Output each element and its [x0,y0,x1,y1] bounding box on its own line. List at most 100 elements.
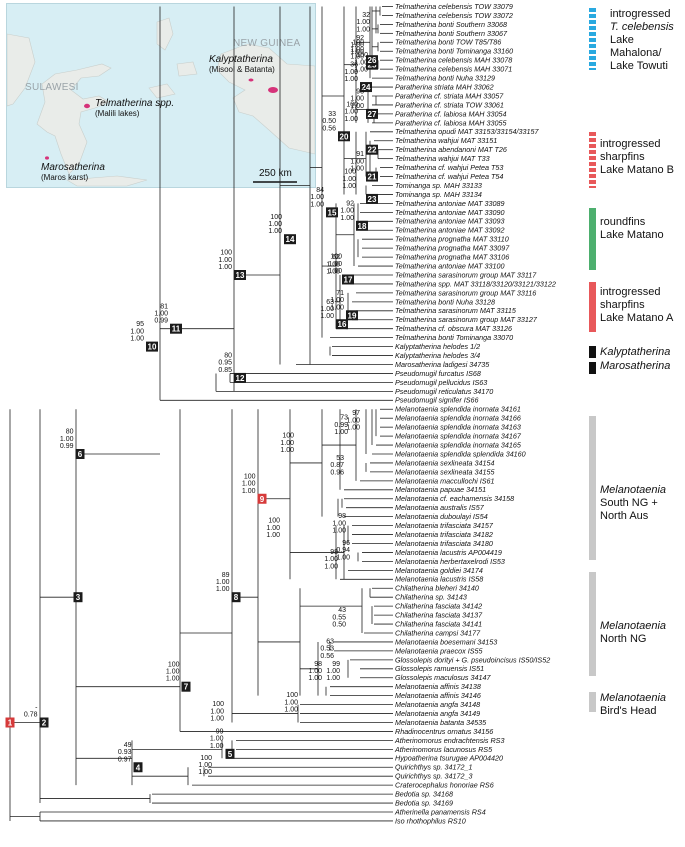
tip-label: Melanotaenia australis IS57 [395,503,485,512]
node-box [257,493,267,504]
tip-label: Atherinomorus lacunosus RS5 [394,745,493,754]
support-value: 92 [346,200,354,207]
map-label-marosatherina: Marosatherina (Maros karst) [41,162,105,182]
tip-label: Telmatherina sarasinorum group MAT 33116 [395,288,536,297]
support-value: 1.00 [350,166,364,173]
node-number: 3 [76,593,81,602]
node-box [284,234,296,245]
support-value: 1.00 [218,257,232,264]
support-value: 100 [168,661,180,668]
node-number: 27 [368,110,377,119]
clade-bar [589,132,596,188]
support-value: 100 [352,39,364,46]
clade-label-line: T. celebensis [610,21,674,33]
support-value: 1.00 [268,221,282,228]
support-value: 1.00 [280,447,294,454]
support-value: 0.85 [218,367,232,374]
node-box [366,193,378,204]
clade-label-line: Melanotaenia [600,620,667,632]
support-value: 1.00 [280,440,294,447]
node-box [356,220,368,231]
tip-label: Melanotaenia splendida splendida 34160 [395,449,526,458]
tip-label: Telmatherina sarasinorum MAT 33115 [395,306,517,315]
support-value: 1.00 [218,264,232,271]
tip-label: Telmatherina abendanoni MAT T26 [395,145,507,154]
tip-label: Telmatherina prognatha MAT 33097 [395,244,510,253]
node-number: 5 [228,750,233,759]
node-number: 9 [260,495,265,504]
node-number: 16 [338,320,347,329]
support-value: 1.00 [216,586,230,593]
node-box [75,449,85,459]
support-value: 49 [124,742,132,749]
node-number: 20 [340,132,349,141]
map-scale-label: 250 km [259,168,292,179]
node-number: 17 [344,275,353,284]
clade-bar [589,572,596,676]
support-value: 80 [66,429,74,436]
node-box [234,270,246,280]
support-value: 100 [268,518,280,525]
support-value: 1.00 [326,268,340,275]
tip-label: Glossolepis maculosus 34147 [395,673,491,682]
clade-label-line: Bird's Head [600,705,657,717]
support-value: 1.00 [308,675,322,682]
support-value: 1.00 [344,109,358,116]
support-value: 1.00 [326,675,340,682]
support-value: 1.00 [350,158,364,165]
support-value: 0.94 [336,547,350,554]
tip-label: Tominanga sp. MAH 33134 [395,190,482,199]
tip-label: Telmatherina wahjui MAT T33 [395,154,490,163]
tip-label: Quirichthys sp. 34172_1 [395,763,473,772]
support-value: 0.96 [330,469,344,476]
support-value: 81 [160,303,168,310]
map-region-new-guinea: NEW GUINEA [233,38,301,49]
tip-label: Telmatherina bonti Tominanga 33160 [395,47,513,56]
node-number: 11 [172,325,181,334]
support-value: 1.00 [210,708,224,715]
node-box [133,762,143,773]
support-value: 98 [338,513,346,520]
tip-label: Telmatherina sarasinorum group MAT 33127 [395,315,538,324]
tip-label: Chilatherina fasciata 34142 [395,602,482,611]
tip-label: Chilatherina fasciata 34137 [395,611,483,620]
support-value: 0.50 [332,622,346,629]
support-value: 0.97 [118,756,132,763]
tip-label: Chilatherina sp. 34143 [395,593,467,602]
clade-bar [589,208,596,270]
tip-label: Telmatherina bonti Southern 33068 [395,20,507,29]
maros-karst-marker [45,156,49,160]
tip-label: Telmatherina bonti TOW T85/T86 [395,38,501,47]
support-value: 92 [356,35,364,42]
support-value: 1.00 [356,19,370,26]
support-value: 1.00 [332,528,346,535]
clade-label-line: Melanotaenia [600,692,667,704]
tip-label: Melanotaenia cf. eachamensis 34158 [395,494,514,503]
tip-label: Telmatherina sarasinorum group MAT 33117 [395,270,537,279]
node-box [146,341,158,352]
support-value: 1.00 [310,201,324,208]
tip-label: Quirichthys sp. 34172_3 [395,772,473,781]
tip-label: Melanotaenia sexlineata 34154 [395,458,495,467]
support-value: 1.00 [340,208,354,215]
support-value: 1.00 [356,26,370,33]
support-value: 1.00 [266,525,280,532]
support-value: 1.00 [266,532,280,539]
tip-label: Telmatherina cf. wahjui Petea T53 [395,163,503,172]
node-box [366,55,378,66]
support-value: 1.00 [350,49,364,56]
tip-label: Melanotaenia lacustris IS58 [395,575,483,584]
node-number: 8 [234,593,239,602]
support-value: 1.00 [350,54,364,61]
node-number: 26 [368,56,377,65]
map-label-telmatherina-name: Telmatherina spp. [95,98,175,109]
misool-batanta-marker [268,87,278,93]
clade-label-line: Melanotaenia [600,484,667,496]
node-box [360,82,372,93]
clade-label: Kalyptatherina [600,346,670,359]
clade-label-line: introgressed [600,138,661,150]
support-value: 1.00 [324,556,338,563]
